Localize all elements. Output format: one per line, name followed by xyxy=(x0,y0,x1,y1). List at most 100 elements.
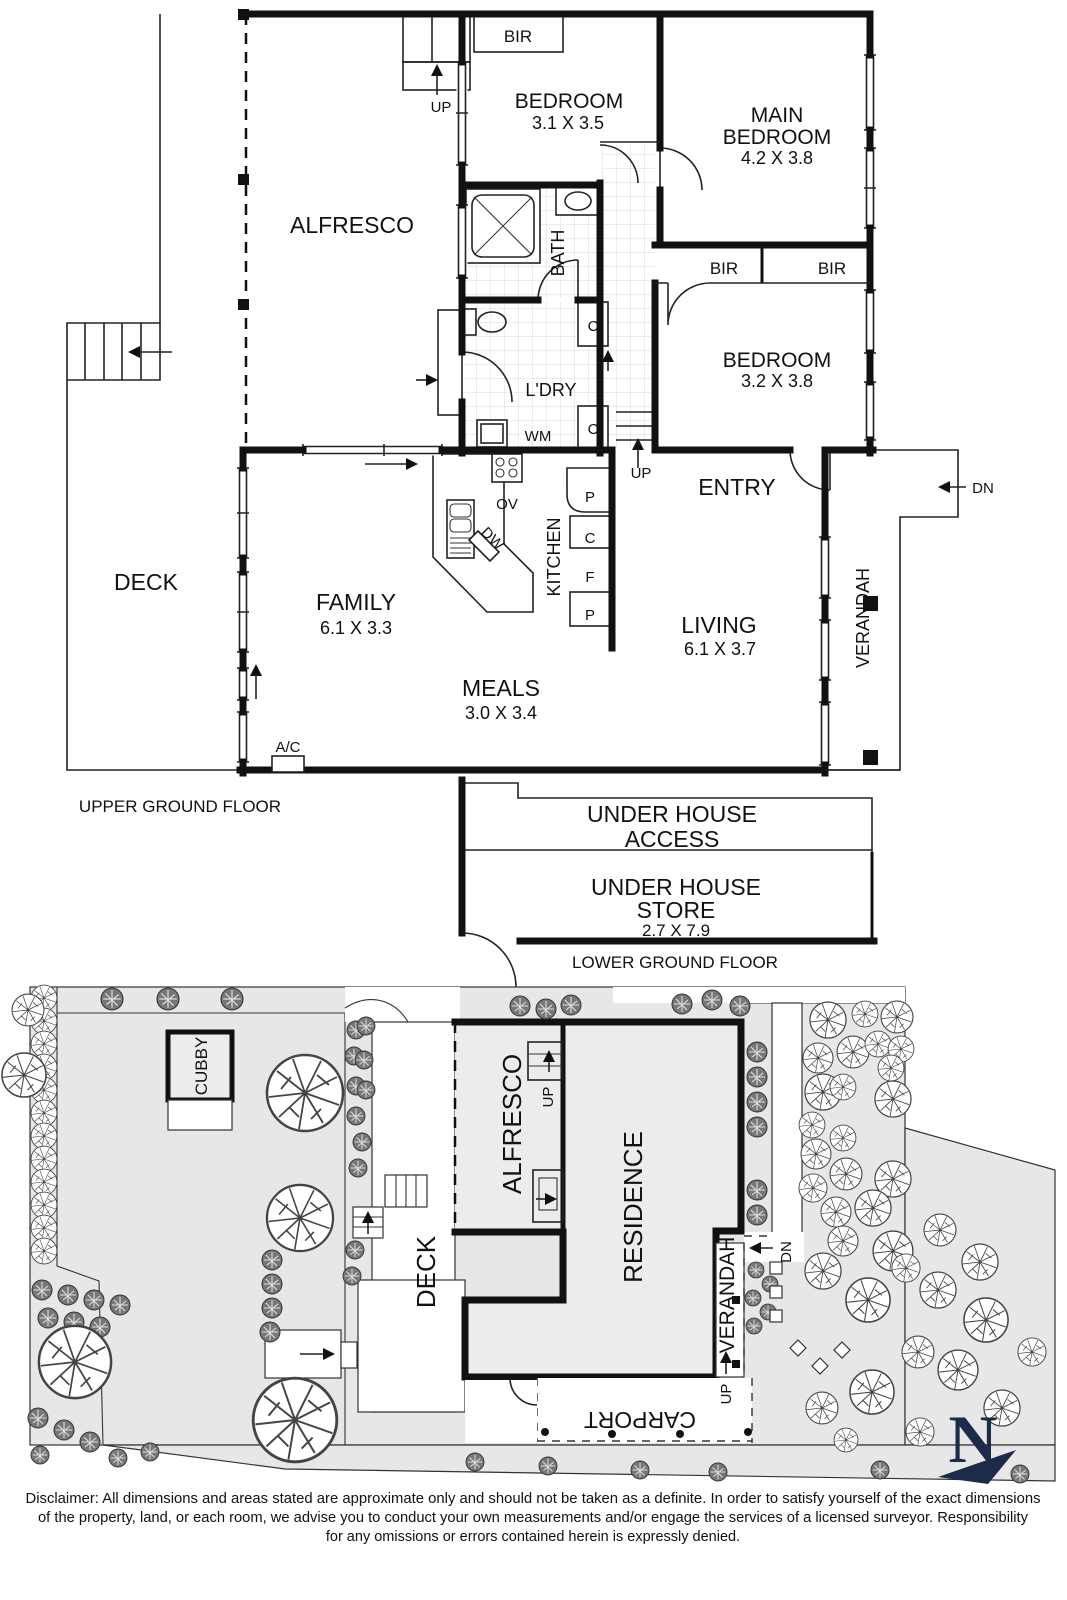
kitchen-fixtures xyxy=(432,453,611,627)
site-carport xyxy=(465,1377,753,1443)
site-up-label: UP xyxy=(718,1384,735,1405)
oven-label: OV xyxy=(496,496,518,513)
entry-label: ENTRY xyxy=(698,474,776,500)
upper-floor-title: UPPER GROUND FLOOR xyxy=(79,797,281,816)
family-label: FAMILY xyxy=(316,589,396,615)
under-house-store-dims: 2.7 X 7.9 xyxy=(642,921,710,940)
up-label: UP xyxy=(631,465,652,482)
upper-ground-floor-plan: ALFRESCO DECK BIR BEDROOM 3.1 X 3.5 MAIN… xyxy=(66,9,994,816)
deck-label: DECK xyxy=(114,569,179,595)
family-dims: 6.1 X 3.3 xyxy=(320,618,392,638)
up-arrow-icon xyxy=(543,1050,555,1062)
window-arrow-icon xyxy=(250,664,262,676)
under-house-door-arc xyxy=(461,932,517,988)
disclaimer-block: Disclaimer: All dimensions and areas sta… xyxy=(26,1491,1041,1545)
dn-label: DN xyxy=(972,480,994,497)
bir-left-label: BIR xyxy=(710,259,738,278)
verandah-label: VERANDAH xyxy=(853,568,873,668)
up-arrow-icon xyxy=(431,64,443,76)
site-carport-label: CARPORT xyxy=(584,1407,696,1433)
residence-footprint xyxy=(455,1022,741,1377)
site-verandah-area xyxy=(715,1242,745,1378)
road-verge xyxy=(102,1444,1056,1482)
lower-ground-floor-plan: UNDER HOUSE ACCESS UNDER HOUSE STORE 2.7… xyxy=(458,776,878,988)
site-up-label: UP xyxy=(540,1087,557,1108)
up-arrow-icon xyxy=(362,1211,374,1223)
meals-dims: 3.0 X 3.4 xyxy=(465,703,537,723)
under-house-access-label-1: UNDER HOUSE xyxy=(587,801,757,827)
bedroom3-label: BEDROOM xyxy=(723,349,832,372)
deck-stairs-arrow-icon xyxy=(128,346,140,358)
site-deck-stairs xyxy=(352,1174,428,1239)
kitchen-label: KITCHEN xyxy=(544,517,564,596)
site-alfresco-label: ALFRESCO xyxy=(497,1054,527,1194)
pantry-label: P xyxy=(585,607,595,624)
dn-arrow-icon xyxy=(938,481,950,493)
site-path xyxy=(771,1002,803,1259)
closet-kitchen-label: C xyxy=(585,530,596,547)
main-bedroom-label-2: BEDROOM xyxy=(723,126,832,149)
post-icon xyxy=(238,174,249,185)
arrow-up-icon xyxy=(602,350,614,362)
site-verandah-label: VERANDAH xyxy=(716,1237,739,1354)
hall-tiles xyxy=(602,144,655,448)
ac-label: A/C xyxy=(275,739,300,756)
closet-label: C xyxy=(588,318,599,335)
north-compass: N xyxy=(938,1401,1016,1484)
site-deck-label: DECK xyxy=(411,1235,441,1308)
meals-label: MEALS xyxy=(462,675,540,701)
pantry-label: P xyxy=(585,489,595,506)
main-bedroom-label-1: MAIN xyxy=(751,104,804,127)
fridge-label: F xyxy=(585,569,594,586)
disclaimer-line-3: for any omissions or errors contained he… xyxy=(326,1529,740,1545)
up-arrow-icon xyxy=(632,438,644,450)
laundry-label: L'DRY xyxy=(525,380,576,400)
walls xyxy=(236,10,900,777)
post-icon xyxy=(863,750,878,765)
post-icon xyxy=(238,299,249,310)
up-label: UP xyxy=(431,99,452,116)
internal-stairs-top xyxy=(402,15,471,95)
arrow-right-icon xyxy=(426,374,438,386)
closet-label: C xyxy=(588,421,599,438)
door-arcs xyxy=(461,144,831,491)
laundry-fixtures xyxy=(416,301,614,449)
bedroom3-dims: 3.2 X 3.8 xyxy=(741,371,813,391)
site-alfresco-stairs xyxy=(527,1041,563,1081)
bedroom2-label: BEDROOM xyxy=(515,90,624,113)
post-icon xyxy=(732,1360,740,1368)
deck-outline xyxy=(66,14,243,771)
verandah-outline xyxy=(825,449,959,771)
ac-unit xyxy=(271,755,305,773)
wm-label: WM xyxy=(525,428,552,445)
under-house-store-label-2: STORE xyxy=(637,897,716,923)
site-plan: CUBBY ALFRESCO RESIDENCE DECK VERANDAH C… xyxy=(1,984,1056,1484)
site-alfresco-structure xyxy=(532,1169,564,1223)
north-arrow-icon xyxy=(938,1450,1016,1484)
living-dims: 6.1 X 3.7 xyxy=(684,639,756,659)
arrow-right-icon xyxy=(545,1193,557,1205)
hall-stairs xyxy=(616,411,653,441)
disclaimer-line-1: Disclaimer: All dimensions and areas sta… xyxy=(26,1491,1041,1507)
site-cubby: CUBBY xyxy=(165,1029,235,1131)
living-label: LIVING xyxy=(681,612,756,638)
bir-top-label: BIR xyxy=(504,27,532,46)
cubby-label: CUBBY xyxy=(192,1037,211,1096)
alfresco-label: ALFRESCO xyxy=(290,212,414,238)
lower-floor-title: LOWER GROUND FLOOR xyxy=(572,953,778,972)
arrow-right-icon xyxy=(323,1348,335,1360)
up-arrow-icon xyxy=(720,1351,732,1363)
site-residence-label: RESIDENCE xyxy=(618,1131,648,1283)
dn-arrow-icon xyxy=(749,1242,761,1254)
bir-right-label: BIR xyxy=(818,259,846,278)
post-icon xyxy=(863,596,878,611)
bath-label: BATH xyxy=(548,230,568,277)
under-house-access-label-2: ACCESS xyxy=(625,826,720,852)
site-garden-shed-box xyxy=(264,1329,358,1379)
site-dn-label: DN xyxy=(778,1241,795,1263)
main-bedroom-dims: 4.2 X 3.8 xyxy=(741,148,813,168)
slider-arrow-icon xyxy=(406,458,418,470)
under-house-store-label-1: UNDER HOUSE xyxy=(591,874,761,900)
